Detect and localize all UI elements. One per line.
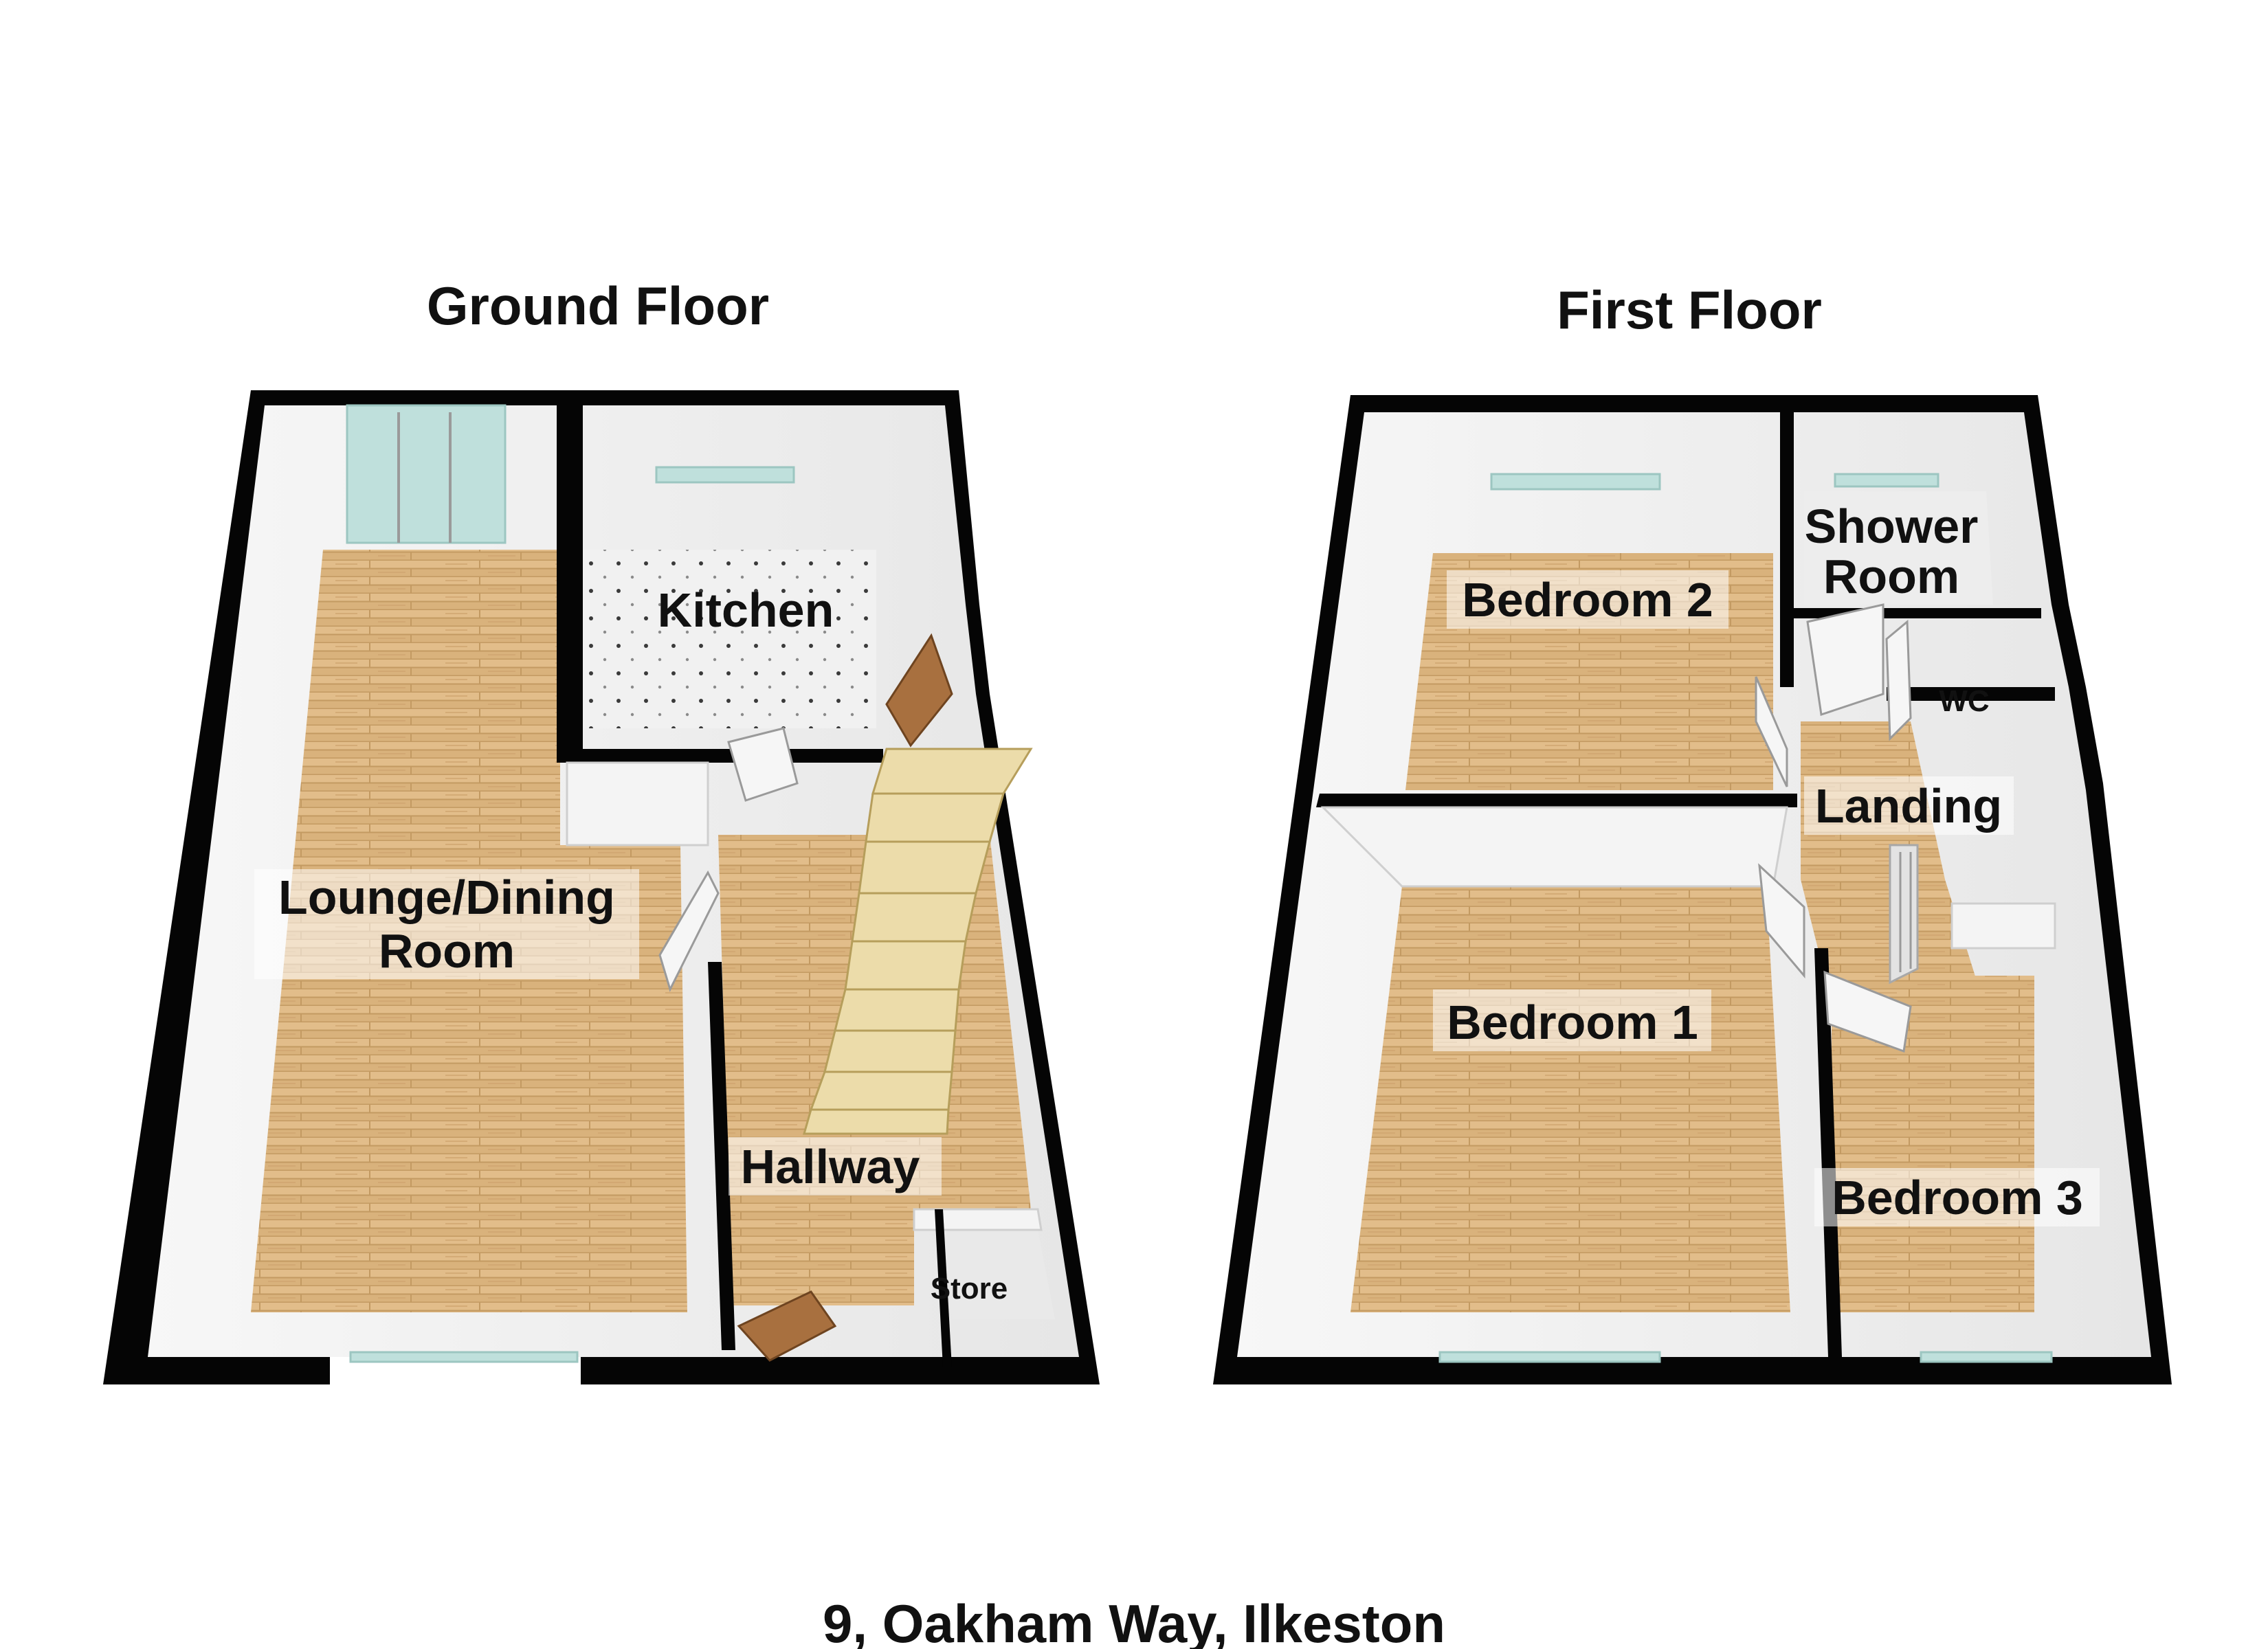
shower-room-window (1834, 473, 1939, 488)
first-floor-plan: First Floor (1213, 280, 2172, 1384)
store-divider (935, 1209, 952, 1367)
room-label-wc: WC (1939, 684, 1989, 718)
first-floor-title: First Floor (1557, 280, 1822, 340)
bedroom-1-window (1438, 1351, 1661, 1363)
room-label-bedroom-3: Bedroom 3 (1832, 1171, 2083, 1224)
kitchen-window (655, 466, 795, 484)
lounge-door (658, 870, 720, 993)
bedroom-1-back-wall (1320, 806, 1788, 888)
bedroom-2-right-wall (1780, 395, 1794, 687)
room-label-shower-room: Room (1823, 550, 1959, 603)
kitchen-floor (583, 550, 876, 728)
bedroom-3-door (1823, 970, 1912, 1053)
ground-floor-staircase (803, 748, 1033, 1135)
kitchen-wall-left (557, 405, 583, 759)
bedroom-3-window (1920, 1351, 2053, 1363)
lounge-front-window (349, 1351, 579, 1363)
landing-stair-rail (1889, 844, 1919, 985)
kitchen-internal-door (727, 727, 799, 802)
landing-partition (1950, 902, 2056, 950)
bedroom-2-door (1755, 676, 1788, 787)
bedroom-1-2-divider (1316, 794, 1797, 807)
bedroom-2-window (1490, 473, 1661, 491)
room-label-store: Store (931, 1272, 1008, 1305)
room-label-landing: Landing (1815, 779, 2002, 833)
room-label-shower: Shower (1805, 500, 1979, 553)
bedroom-3-floor (1832, 976, 2034, 1312)
store-floor (942, 1230, 1055, 1319)
wc-wall (1887, 687, 2055, 701)
shower-room-floor (1804, 491, 1993, 605)
shower-room-door (1806, 603, 1885, 716)
room-label-lounge-room: Room (379, 924, 515, 978)
kitchen-back-door (885, 633, 953, 748)
room-label-bedroom-2: Bedroom 2 (1462, 573, 1713, 627)
property-address: 9, Oakham Way, Ilkeston (823, 1593, 1445, 1649)
room-label-kitchen: Kitchen (658, 583, 834, 637)
hallway-wall-left (708, 962, 735, 1350)
bedroom-1-floor (1350, 886, 1790, 1312)
lounge-patio-window (346, 404, 507, 544)
room-label-bedroom-1: Bedroom 1 (1447, 996, 1698, 1049)
bedroom-1-door (1758, 863, 1805, 979)
bedroom-3-left-wall (1814, 948, 1842, 1357)
store-wall (913, 1208, 1043, 1231)
ground-floor-plan: Ground Floor (103, 276, 1100, 1384)
room-label-lounge-dining: Lounge/Dining (278, 871, 615, 924)
kitchen-partition (566, 761, 709, 846)
wc-door (1885, 619, 1912, 741)
kitchen-wall-bottom (557, 749, 883, 763)
ground-floor-title: Ground Floor (427, 276, 769, 336)
front-door (737, 1290, 837, 1362)
room-label-hallway: Hallway (741, 1140, 920, 1193)
